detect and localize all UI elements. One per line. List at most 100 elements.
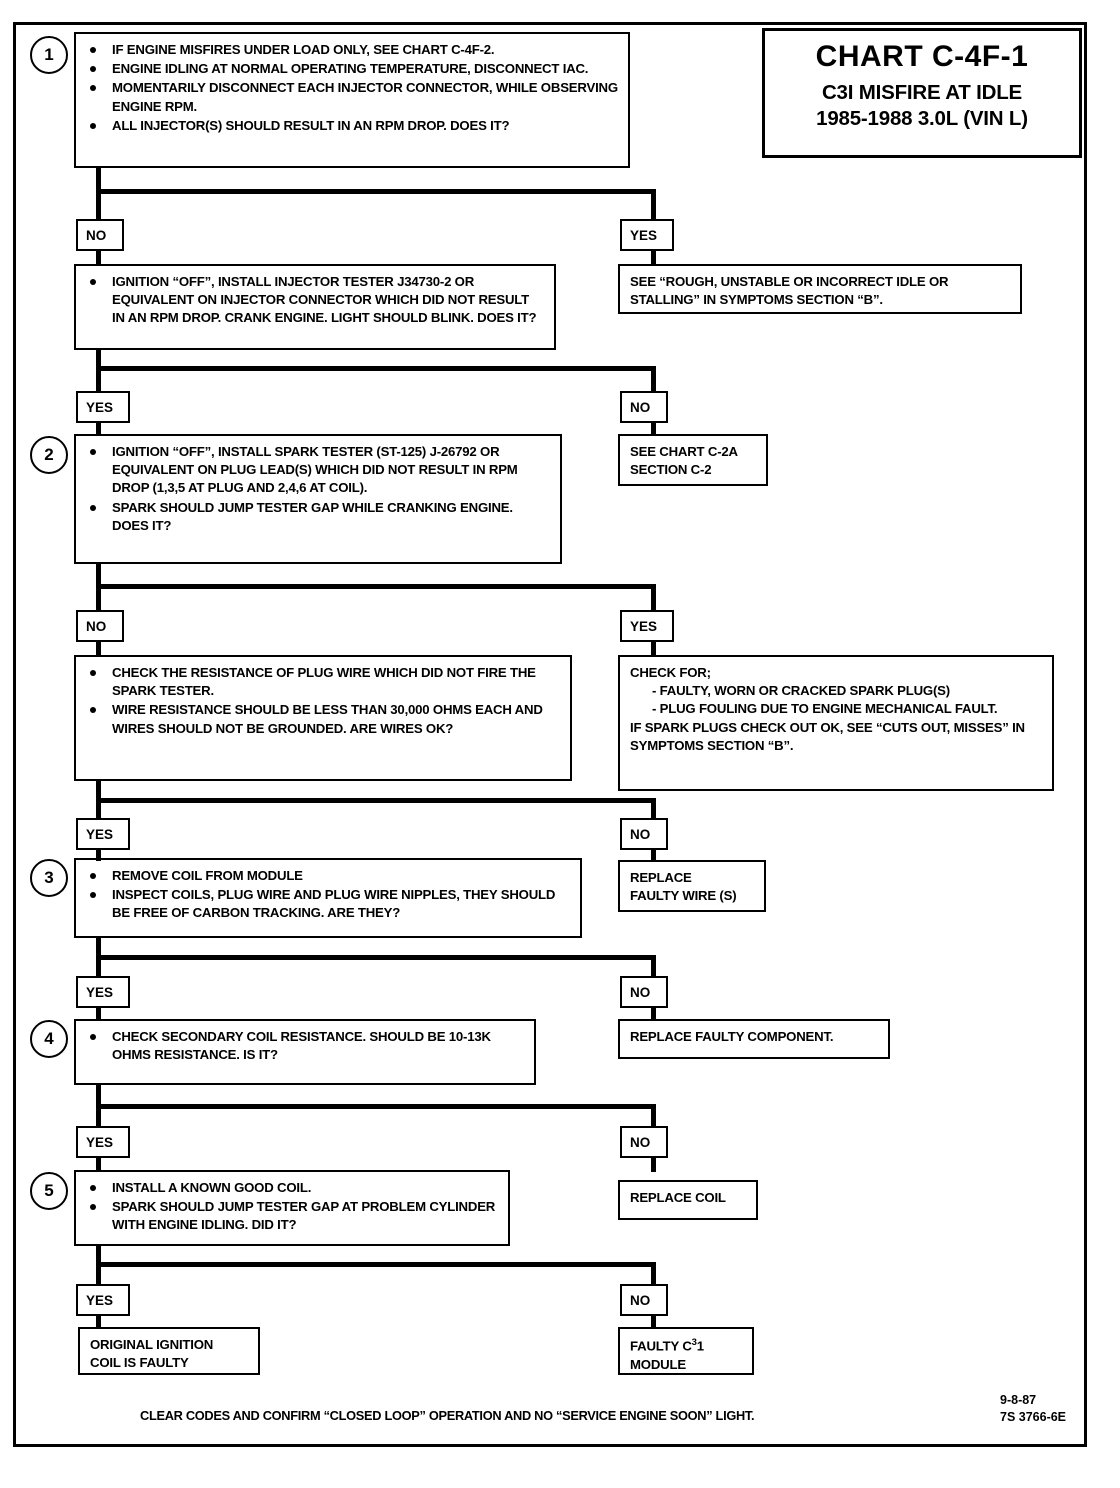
- connector-step3-no-drop: [651, 955, 656, 981]
- faulty-c3i-module-box: FAULTY C31 MODULE: [618, 1327, 754, 1375]
- branch-tag-yes-1: YES: [620, 219, 674, 251]
- see-chart-c2a-box: SEE CHART C-2A SECTION C-2: [618, 434, 768, 486]
- connector-plugwire-stem: [96, 781, 101, 803]
- connector-step5-yes-drop: [96, 1262, 101, 1288]
- branch-tag-no-3: NO: [76, 610, 124, 642]
- branch-tag-yes-3: YES: [620, 610, 674, 642]
- step-5-box: INSTALL A KNOWN GOOD COIL. SPARK SHOULD …: [74, 1170, 510, 1246]
- connector-yes7-to-box: [96, 1313, 101, 1329]
- step-2-bullet-2: SPARK SHOULD JUMP TESTER GAP WHILE CRANK…: [86, 499, 550, 535]
- connector-step3-bus: [96, 955, 656, 960]
- original-coil-faulty-text: ORIGINAL IGNITION COIL IS FAULTY: [90, 1337, 214, 1371]
- see-chart-c2a-text: SEE CHART C-2A SECTION C-2: [630, 444, 738, 478]
- branch-tag-yes-5: YES: [76, 976, 130, 1008]
- branch-tag-no-4: NO: [620, 818, 668, 850]
- step-3-bullet-2: INSPECT COILS, PLUG WIRE AND PLUG WIRE N…: [86, 886, 570, 922]
- check-for-item-1: - FAULTY, WORN OR CRACKED SPARK PLUG(S): [652, 683, 950, 699]
- replace-coil-box: REPLACE COIL: [618, 1180, 758, 1220]
- step-3-box: REMOVE COIL FROM MODULE INSPECT COILS, P…: [74, 858, 582, 938]
- connector-injector-bus: [96, 366, 656, 371]
- connector-yes5-to-box: [96, 1005, 101, 1020]
- step-1-yes-result-box: SEE “ROUGH, UNSTABLE OR INCORRECT IDLE O…: [618, 264, 1022, 314]
- chart-application: 1985-1988 3.0L (VIN L): [816, 107, 1028, 130]
- connector-yes2-to-box: [96, 420, 101, 436]
- footer-stamp: 9-8-87 7S 3766-6E: [1000, 1392, 1066, 1426]
- connector-step4-no-drop: [651, 1104, 656, 1130]
- faulty-c3i-module-line2: MODULE: [630, 1356, 686, 1372]
- replace-faulty-wire-box: REPLACE FAULTY WIRE (S): [618, 860, 766, 912]
- step-number-5: 5: [30, 1172, 68, 1210]
- step-number-1: 1: [30, 36, 68, 74]
- connector-injector-stem: [96, 350, 101, 370]
- step-1-bullet-2: ENGINE IDLING AT NORMAL OPERATING TEMPER…: [86, 60, 618, 78]
- replace-faulty-component-text: REPLACE FAULTY COMPONENT.: [630, 1029, 834, 1044]
- connector-step4-bus: [96, 1104, 656, 1109]
- branch-tag-no-6: NO: [620, 1126, 668, 1158]
- connector-step4-stem: [96, 1085, 101, 1107]
- connector-step5-no-drop: [651, 1262, 656, 1288]
- footer-doc-id: 7S 3766-6E: [1000, 1409, 1067, 1424]
- connector-plugwire-no-drop: [651, 798, 656, 824]
- connector-no3-to-box: [96, 639, 101, 657]
- check-for-heading: CHECK FOR;: [630, 665, 711, 680]
- connector-yes6-to-box: [96, 1155, 101, 1172]
- branch-tag-no-5: NO: [620, 976, 668, 1008]
- step-3-bullet-1: REMOVE COIL FROM MODULE: [86, 867, 570, 885]
- branch-tag-no-2: NO: [620, 391, 668, 423]
- faulty-c3i-module-line1: FAULTY C31: [630, 1337, 704, 1354]
- connector-injector-no-drop: [651, 366, 656, 394]
- connector-no1-to-box: [96, 248, 101, 266]
- connector-step1-no-drop: [96, 189, 101, 221]
- branch-tag-yes-6: YES: [76, 1126, 130, 1158]
- connector-step2-no-drop: [96, 584, 101, 614]
- check-for-box: CHECK FOR; - FAULTY, WORN OR CRACKED SPA…: [618, 655, 1054, 791]
- connector-yes3-to-box: [651, 639, 656, 657]
- connector-no5-to-box: [651, 1005, 656, 1020]
- step-5-bullet-1: INSTALL A KNOWN GOOD COIL.: [86, 1179, 498, 1197]
- replace-coil-text: REPLACE COIL: [630, 1190, 726, 1205]
- step-number-2: 2: [30, 436, 68, 474]
- step-4-box: CHECK SECONDARY COIL RESISTANCE. SHOULD …: [74, 1019, 536, 1085]
- replace-faulty-wire-text: REPLACE FAULTY WIRE (S): [630, 870, 737, 904]
- branch-tag-no-1: NO: [76, 219, 124, 251]
- step-4-bullet-1: CHECK SECONDARY COIL RESISTANCE. SHOULD …: [86, 1028, 524, 1064]
- injector-tester-box: IGNITION “OFF”, INSTALL INJECTOR TESTER …: [74, 264, 556, 350]
- connector-step2-stem: [96, 564, 101, 588]
- replace-faulty-component-box: REPLACE FAULTY COMPONENT.: [618, 1019, 890, 1059]
- plug-wire-resistance-box: CHECK THE RESISTANCE OF PLUG WIRE WHICH …: [74, 655, 572, 781]
- connector-step1-yes-drop: [651, 189, 656, 221]
- step-1-bullet-1: IF ENGINE MISFIRES UNDER LOAD ONLY, SEE …: [86, 41, 618, 59]
- branch-tag-yes-7: YES: [76, 1284, 130, 1316]
- connector-plugwire-bus: [96, 798, 656, 803]
- branch-tag-no-7: NO: [620, 1284, 668, 1316]
- step-1-bullet-4: ALL INJECTOR(S) SHOULD RESULT IN AN RPM …: [86, 117, 618, 135]
- step-number-4: 4: [30, 1020, 68, 1058]
- connector-step1-bus: [96, 189, 656, 194]
- connector-yes4-to-box: [96, 847, 101, 861]
- connector-yes1-to-box: [651, 248, 656, 266]
- connector-plugwire-yes-drop: [96, 798, 101, 824]
- step-number-3: 3: [30, 859, 68, 897]
- connector-no6-to-box: [651, 1155, 656, 1172]
- connector-step2-yes-drop: [651, 584, 656, 614]
- check-for-tail: IF SPARK PLUGS CHECK OUT OK, SEE “CUTS O…: [630, 719, 1025, 753]
- chart-id: CHART C-4F-1: [815, 40, 1029, 73]
- connector-step5-bus: [96, 1262, 656, 1267]
- step-1-box: IF ENGINE MISFIRES UNDER LOAD ONLY, SEE …: [74, 32, 630, 168]
- footer-note: CLEAR CODES AND CONFIRM “CLOSED LOOP” OP…: [140, 1408, 755, 1423]
- check-for-item-2: - PLUG FOULING DUE TO ENGINE MECHANICAL …: [652, 701, 998, 717]
- connector-step3-stem: [96, 938, 101, 960]
- plug-wire-bullet-1: CHECK THE RESISTANCE OF PLUG WIRE WHICH …: [86, 664, 560, 700]
- connector-step3-yes-drop: [96, 955, 101, 981]
- page-border: [13, 22, 1087, 1447]
- connector-step4-yes-drop: [96, 1104, 101, 1130]
- step-1-bullet-3: MOMENTARILY DISCONNECT EACH INJECTOR CON…: [86, 79, 618, 115]
- connector-step5-stem: [96, 1246, 101, 1266]
- step-1-yes-result-text: SEE “ROUGH, UNSTABLE OR INCORRECT IDLE O…: [630, 274, 949, 308]
- connector-no7-to-box: [651, 1313, 656, 1329]
- branch-tag-yes-2: YES: [76, 391, 130, 423]
- connector-step1-stem: [96, 168, 101, 192]
- connector-step2-bus: [96, 584, 656, 589]
- chart-subtitle: C3I MISFIRE AT IDLE: [821, 81, 1023, 104]
